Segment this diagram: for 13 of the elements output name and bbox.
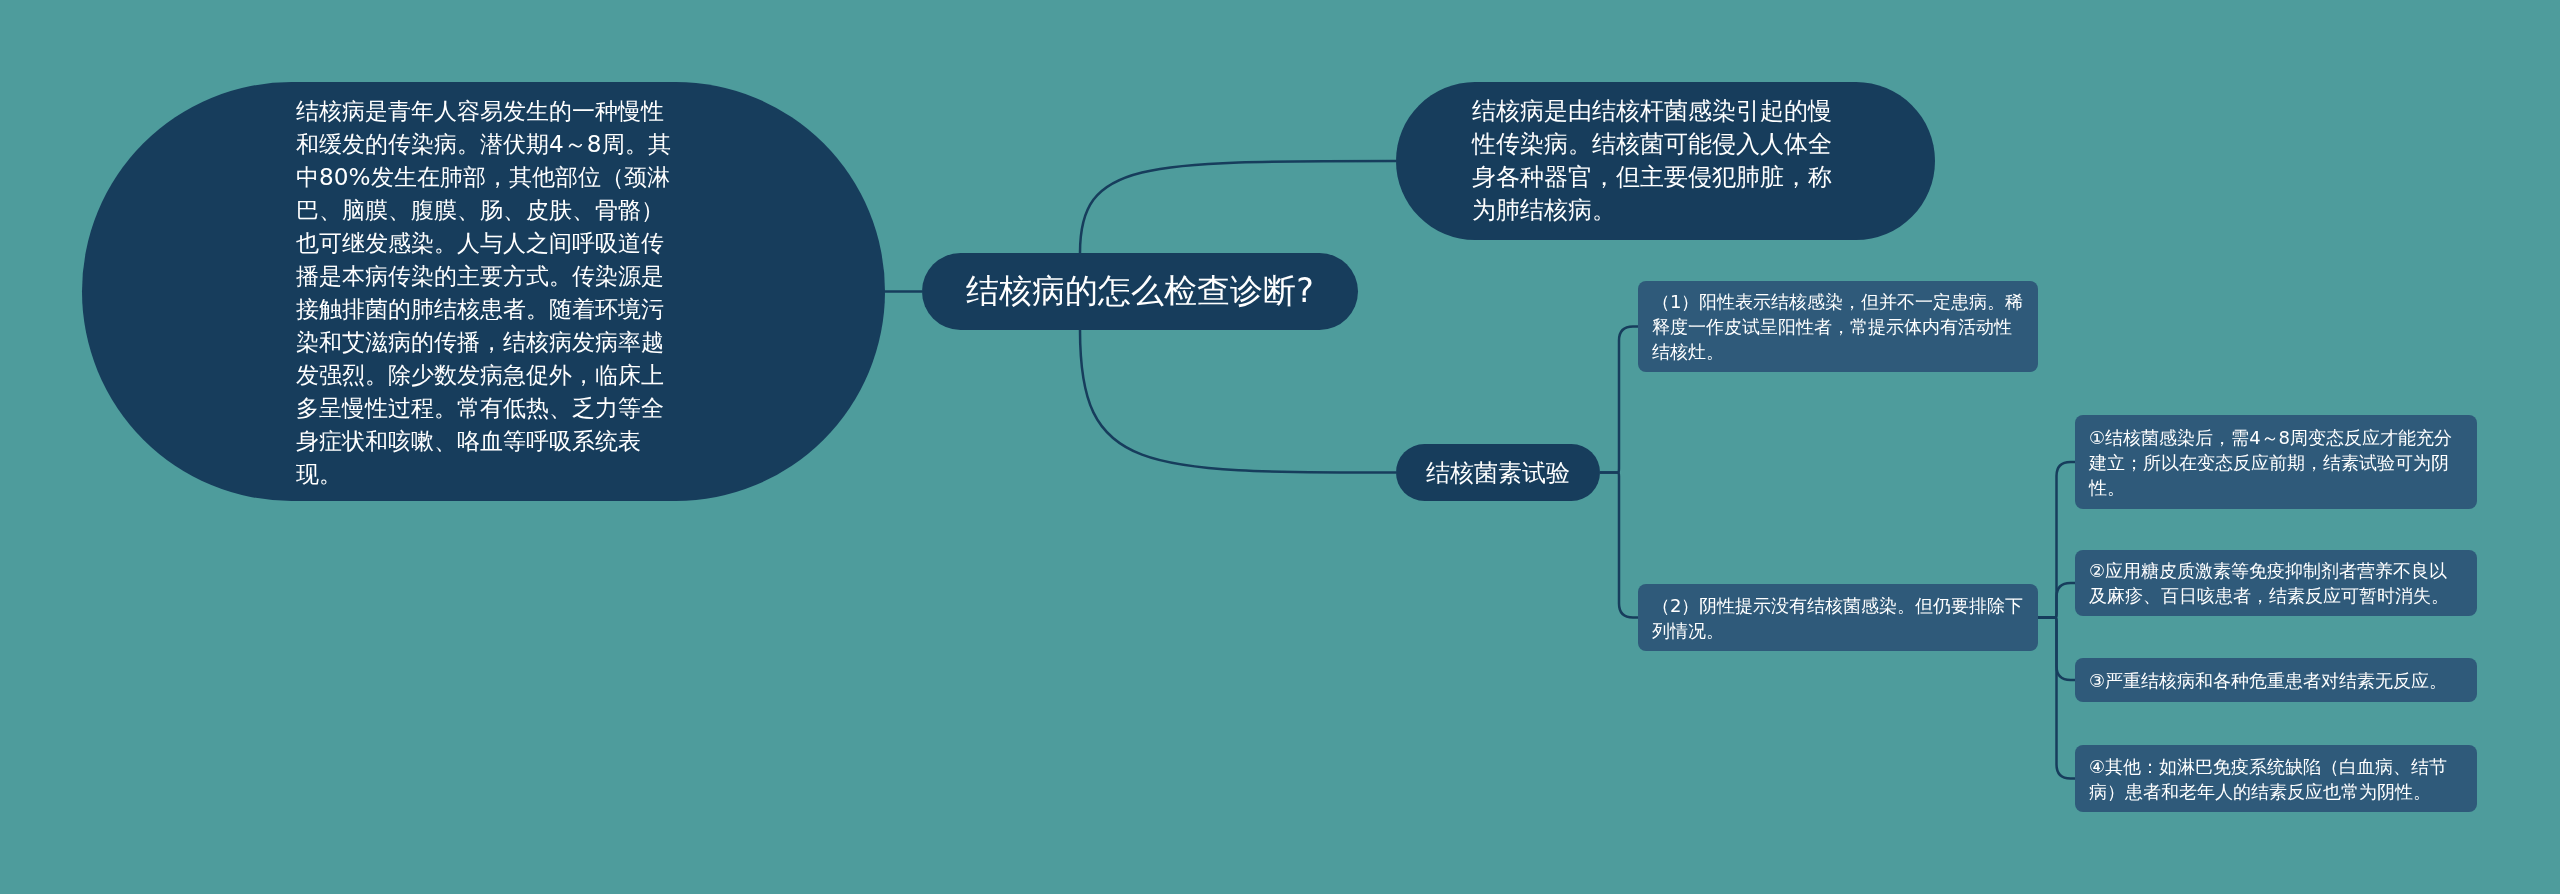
topic-bubble: 结核病是青年人容易发生的一种慢性和缓发的传染病。潜伏期4～8周。其中80%发生在肺部，其他部位（颈淋巴、脑膜、腹膜、肠、皮肤、骨骼）也可继发感染。人与人之间呼吸道传播是本病传染的主要方式。传染源是接触排菌的肺结核患者。随着环境污染和艾滋病的传播，结核病发病率越发强烈。除少数发病急促外，临床上多呈慢性过程。常有低热、乏力等全身症状和咳嗽、咯血等呼吸系统表现。 <box>82 82 885 501</box>
subtopic-bubble: 结核菌素试验 <box>1396 444 1600 501</box>
connector-line <box>1078 329 1396 474</box>
note-box: ④其他：如淋巴免疫系统缺陷（白血病、结节病）患者和老年人的结素反应也常为阴性。 <box>2075 745 2477 812</box>
note-box: ②应用糖皮质激素等免疫抑制剂者营养不良以及麻疹、百日咳患者，结素反应可暂时消失。 <box>2075 550 2477 616</box>
central-topic: 结核病的怎么检查诊断? <box>922 253 1358 330</box>
connector-line <box>1078 159 1396 254</box>
note-box: ①结核菌感染后，需4～8周变态反应才能充分建立；所以在变态反应前期，结素试验可为阴性。 <box>2075 415 2477 509</box>
topic-bubble: 结核病是由结核杆菌感染引起的慢性传染病。结核菌可能侵入人体全身各种器官，但主要侵犯肺脏，称为肺结核病。 <box>1396 82 1935 240</box>
connector-line <box>885 290 922 293</box>
note-box: （1）阳性表示结核感染，但并不一定患病。稀释度一作皮试呈阳性者，常提示体内有活动性结核灶。 <box>1638 281 2038 372</box>
note-box: ③严重结核病和各种危重患者对结素无反应。 <box>2075 658 2477 702</box>
note-box: （2）阴性提示没有结核菌感染。但仍要排除下列情况。 <box>1638 584 2038 651</box>
